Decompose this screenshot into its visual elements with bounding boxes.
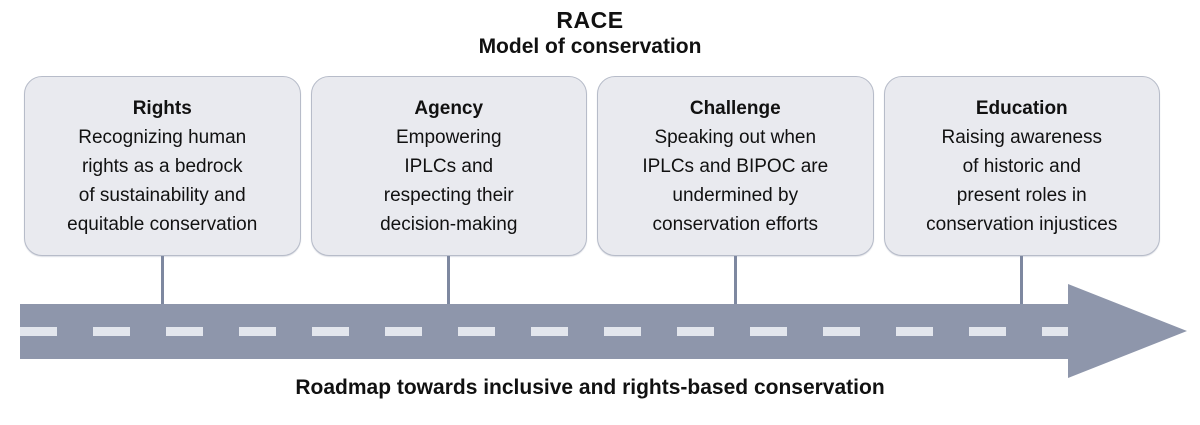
road-lane-markings [20, 327, 1068, 336]
box-agency-heading: Agency [414, 97, 484, 119]
box-challenge-description: Speaking out when IPLCs and BIPOC are un… [642, 126, 829, 235]
box-challenge: Challenge Speaking out when IPLCs and BI… [597, 76, 874, 256]
roadmap-arrowhead-icon [1068, 284, 1187, 378]
diagram-subtitle: Model of conservation [478, 35, 702, 58]
box-education-description: Raising awareness of historic and presen… [926, 126, 1118, 235]
model-boxes-row: Rights Recognizing human rights as a bed… [24, 76, 1160, 256]
box-agency: Agency Empowering IPLCs and respecting t… [310, 76, 587, 256]
connector-line-rights [161, 256, 164, 304]
box-rights-description: Recognizing human rights as a bedrock of… [67, 126, 258, 235]
box-education: Education Raising awareness of historic … [883, 76, 1160, 256]
roadmap-arrow-body [20, 304, 1068, 359]
connector-line-education [1020, 256, 1023, 304]
box-agency-description: Empowering IPLCs and respecting their de… [380, 126, 518, 235]
box-challenge-heading: Challenge [689, 97, 781, 119]
box-rights-heading: Rights [132, 97, 192, 119]
box-education-heading: Education [975, 97, 1068, 119]
box-rights: Rights Recognizing human rights as a bed… [24, 76, 301, 256]
connector-line-agency [447, 256, 450, 304]
diagram-title-block: RACE Model of conservation [0, 6, 1180, 60]
diagram-title: RACE [556, 7, 624, 33]
connector-line-challenge [734, 256, 737, 304]
roadmap-caption: Roadmap towards inclusive and rights-bas… [295, 376, 885, 399]
